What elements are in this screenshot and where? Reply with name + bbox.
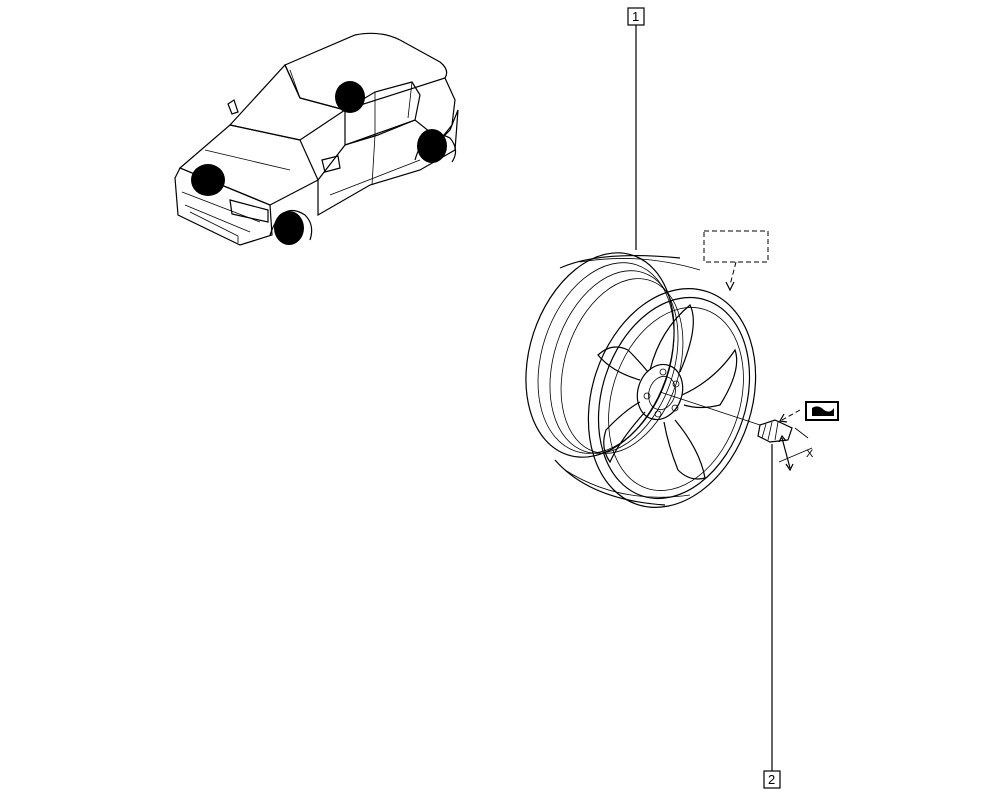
callout-2: 2 <box>763 444 781 789</box>
wheel-bolt <box>757 419 793 443</box>
dimension-x-label: X <box>806 448 814 460</box>
callout-1: 1 <box>627 7 645 250</box>
car-illustration <box>174 32 459 246</box>
dimension-x: X <box>778 427 814 472</box>
callout-2-label: 2 <box>768 772 775 787</box>
reference-label-box <box>703 230 769 263</box>
callout-1-label: 1 <box>632 9 639 24</box>
torque-symbol <box>779 401 839 423</box>
reference-leader <box>729 261 737 286</box>
wheel-rim <box>525 252 761 508</box>
